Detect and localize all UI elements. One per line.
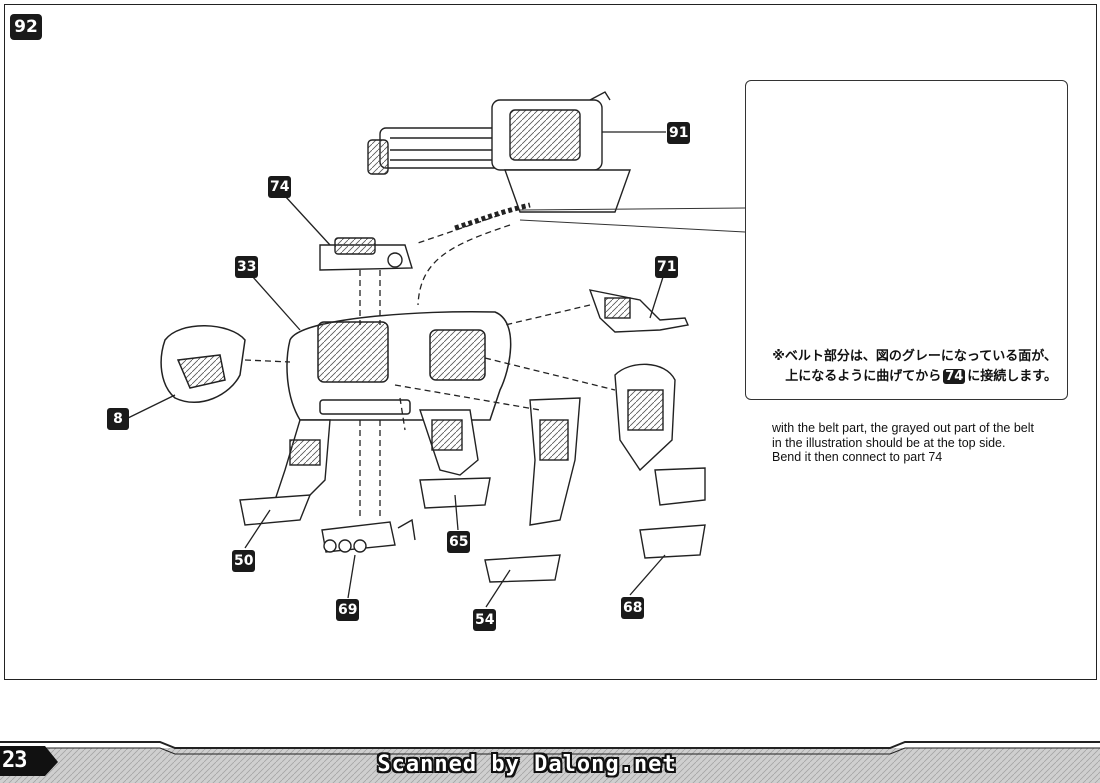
footer-decoration <box>0 741 1100 783</box>
part-label-54: 54 <box>473 609 497 631</box>
part-label-91: 91 <box>667 122 691 144</box>
part-label-68: 68 <box>621 597 645 619</box>
gun-mount-part-74 <box>319 237 413 271</box>
part-69 <box>321 518 416 553</box>
part-label-71: 71 <box>655 256 679 278</box>
translation-line-2: in the illustration should be at the top… <box>772 435 1006 450</box>
step-number-badge: 92 <box>10 14 42 40</box>
leg-part-54 <box>484 397 581 583</box>
leg-part-50 <box>239 419 331 526</box>
scan-credit: Scanned by Dalong.net <box>377 752 677 777</box>
torso-part-33 <box>286 310 512 421</box>
leg-part-68 <box>614 363 706 559</box>
part-label-33: 33 <box>235 256 259 278</box>
translation-line-1: with the belt part, the grayed out part … <box>772 421 1034 435</box>
inset-note-part-74: 74 <box>943 369 966 384</box>
part-label-74: 74 <box>268 176 292 198</box>
translation-line-3: Bend it then connect to part 74 <box>772 450 943 464</box>
instruction-frame <box>4 4 1097 680</box>
leg-part-65 <box>419 409 491 509</box>
head-part-8 <box>160 325 246 403</box>
gatling-gun-part-91 <box>367 91 631 231</box>
arm-part-71 <box>588 289 689 333</box>
inset-note-line-2-before: 上になるように曲げてから <box>785 369 942 384</box>
translation-note: with the belt part, the grayed out part … <box>772 421 1082 465</box>
part-label-65: 65 <box>447 531 471 553</box>
part-label-69: 69 <box>336 599 360 621</box>
part-label-50: 50 <box>232 550 256 572</box>
part-label-8: 8 <box>107 408 129 430</box>
inset-note-line-2-after: に接続します。 <box>967 369 1057 384</box>
inset-note-line-1: ※ベルト部分は、図のグレーになっている面が、 <box>772 349 1057 364</box>
page-number: 23 <box>2 747 28 773</box>
